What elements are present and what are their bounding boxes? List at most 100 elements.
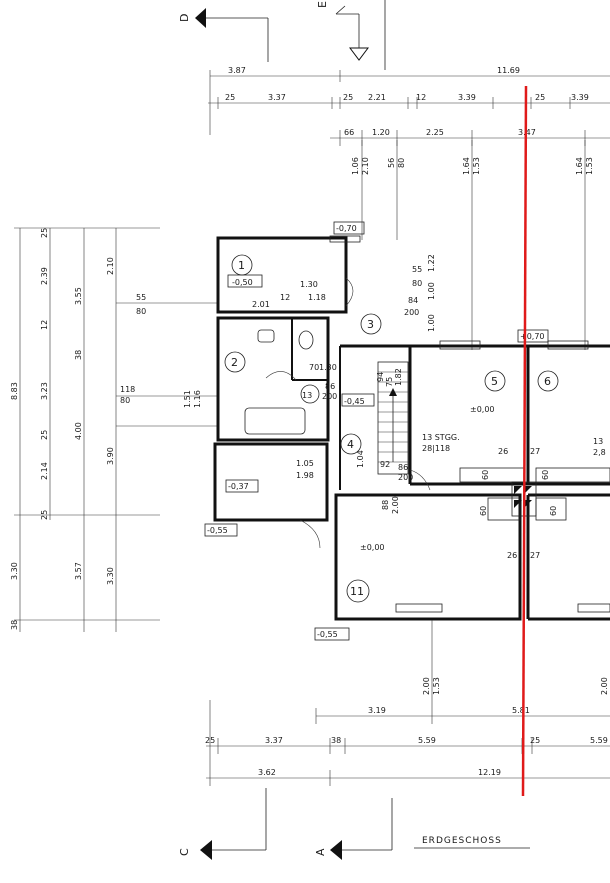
dim-left-mid-5: 25: [40, 430, 49, 440]
dim-bottom-v-2: 1.53: [432, 677, 441, 695]
dim-top-r4-3: 56: [387, 158, 396, 168]
dim-left-inner-5: 3.90: [106, 447, 115, 465]
room-4-number: 4: [347, 438, 354, 451]
dim-inner-27: 1.00: [427, 314, 436, 332]
dim-inner-8: 1.18: [308, 293, 326, 302]
dim-top-r2-7: 25: [535, 93, 545, 102]
stair-label: 13 STGG. 28|118: [422, 433, 460, 453]
stair-flight: [377, 361, 409, 475]
section-marker-d: D: [178, 8, 269, 62]
section-label-d: D: [178, 14, 191, 22]
dim-inner-1: 55: [136, 293, 146, 302]
dim-bottom-r2-6: 5.59: [590, 736, 608, 745]
drawing-title: ERDGESCHOSS: [414, 836, 530, 849]
dim-inner-18: 200: [398, 473, 413, 482]
dim-top-r2-4: 2.21: [368, 93, 386, 102]
dim-left-outer-2: 3.30: [10, 562, 19, 580]
room-3-marker: 3: [360, 313, 382, 335]
room-markers: 1 -0,50 2 3 4 -0,45 5 ±0,00 6 11 ±0,00: [224, 254, 606, 603]
room-11-number: 11: [350, 585, 364, 598]
dim-inner-10: 200: [322, 392, 337, 401]
section-label-c: C: [178, 848, 191, 856]
room-4-level: -0,45: [344, 397, 365, 406]
dim-inner-29: 1.82: [394, 368, 403, 386]
section-marker-e: E: [316, 0, 386, 70]
dim-top-r4-5: 1.64: [462, 157, 471, 175]
left-dimension-chains: 8.83 3.30 38 25 2.39 12 3.23 25 2.14 25 …: [10, 227, 218, 632]
drawing-title-text: ERDGESCHOSS: [422, 836, 502, 846]
room-1-number: 1: [238, 259, 245, 272]
dim-left-mid-6: 2.14: [40, 462, 49, 480]
dim-inner-3: 118: [120, 385, 135, 394]
room-13-marker: 13: [300, 384, 320, 404]
dim-inner-4: 80: [120, 396, 130, 405]
dim-left-mid-3: 12: [40, 320, 49, 330]
dim-inner-37: 60: [479, 506, 488, 516]
dim-left-mid-7: 25: [40, 510, 49, 520]
room-11-marker: 11 ±0,00: [346, 543, 385, 603]
red-reference-line: [521, 85, 528, 797]
top-dimension-chains: 3.87 11.69 25 3.37 25 2.21 12 3.39 25 3.…: [208, 66, 610, 350]
dim-top-r4-7: 1.64: [575, 157, 584, 175]
dim-inner-22: 80: [412, 279, 422, 288]
dim-top-r2-3: 25: [343, 93, 353, 102]
dim-inner-30: 75: [385, 377, 394, 387]
dim-top-r4-8: 1.53: [585, 157, 594, 175]
dim-top-r2-6: 3.39: [458, 93, 476, 102]
dim-inner-35: 60: [481, 470, 490, 480]
dim-left-inner-6: 3.57: [74, 562, 83, 580]
level-2: -0,55: [207, 526, 228, 535]
bottom-dimension-chains: 3.19 5.81 2.00 1.53 2.00 25 3.37 38 5.59…: [205, 620, 610, 786]
dim-inner-21: 55: [412, 265, 422, 274]
dim-inner-14: 1.04: [356, 450, 365, 468]
dim-bottom-r3-1: 3.62: [258, 768, 276, 777]
room-13-right-number: 13: [593, 437, 603, 446]
dim-left-inner-2: 3.55: [74, 287, 83, 305]
level-5: +0,70: [520, 332, 545, 341]
dim-top-r4-4: 80: [397, 158, 406, 168]
dim-inner-15: 88: [381, 500, 390, 510]
dim-inner-24: 84: [408, 296, 418, 305]
dim-left-inner-3: 38: [74, 350, 83, 360]
dim-inner-23: 1.22: [427, 254, 436, 272]
dim-left-inner-1: 2.10: [106, 257, 115, 275]
room-1-marker: 1 -0,50: [231, 254, 253, 287]
room-6-number: 6: [544, 375, 551, 388]
dim-inner-39: 1.51: [183, 390, 192, 408]
dim-left-inner-7: 3.30: [106, 567, 115, 585]
dim-inner-26: 1.00: [427, 282, 436, 300]
level-1: -0,37: [228, 482, 249, 491]
dim-inner-32: 27: [530, 447, 540, 456]
dim-bottom-r2-5: 25: [530, 736, 540, 745]
dim-top-r2-5: 12: [416, 93, 426, 102]
dim-inner-33: 26: [507, 551, 517, 560]
dim-top-r2-2: 3.37: [268, 93, 286, 102]
stair-label-line2: 28|118: [422, 444, 450, 453]
room-2-marker: 2: [224, 351, 246, 373]
dim-top-r2-1: 25: [225, 93, 235, 102]
room-5-level: ±0,00: [470, 405, 495, 414]
dim-left-outer-1: 8.83: [10, 382, 19, 400]
dim-inner-40: 1.16: [193, 390, 202, 408]
room-5-number: 5: [491, 375, 498, 388]
dim-inner-38: 60: [549, 506, 558, 516]
dim-bottom-r2-4: 5.59: [418, 736, 436, 745]
dim-top-r4-6: 1.53: [472, 157, 481, 175]
level-labels: -0,37 -0,55 -0,55 -0,70 +0,70: [207, 224, 545, 639]
dim-inner-5: 1.30: [300, 280, 318, 289]
dim-inner-9: 86: [325, 382, 335, 391]
dim-inner-31: 26: [498, 447, 508, 456]
dim-inner-20: 1.98: [296, 471, 314, 480]
dim-top-r2-8: 3.39: [571, 93, 589, 102]
room-13-right-ratio: 2,8: [593, 448, 606, 457]
dim-left-mid-4: 3.23: [40, 382, 49, 400]
dim-bottom-r1-1: 3.19: [368, 706, 386, 715]
dim-inner-7: 12: [280, 293, 290, 302]
dim-inner-2: 80: [136, 307, 146, 316]
building-walls: [204, 221, 610, 641]
dim-top-total-left: 3.87: [228, 66, 246, 75]
dim-bottom-r1-2: 5.81: [512, 706, 530, 715]
dim-top-r3-3: 2.25: [426, 128, 444, 137]
dim-inner-12: 1.30: [319, 363, 337, 372]
dim-inner-25: 200: [404, 308, 419, 317]
